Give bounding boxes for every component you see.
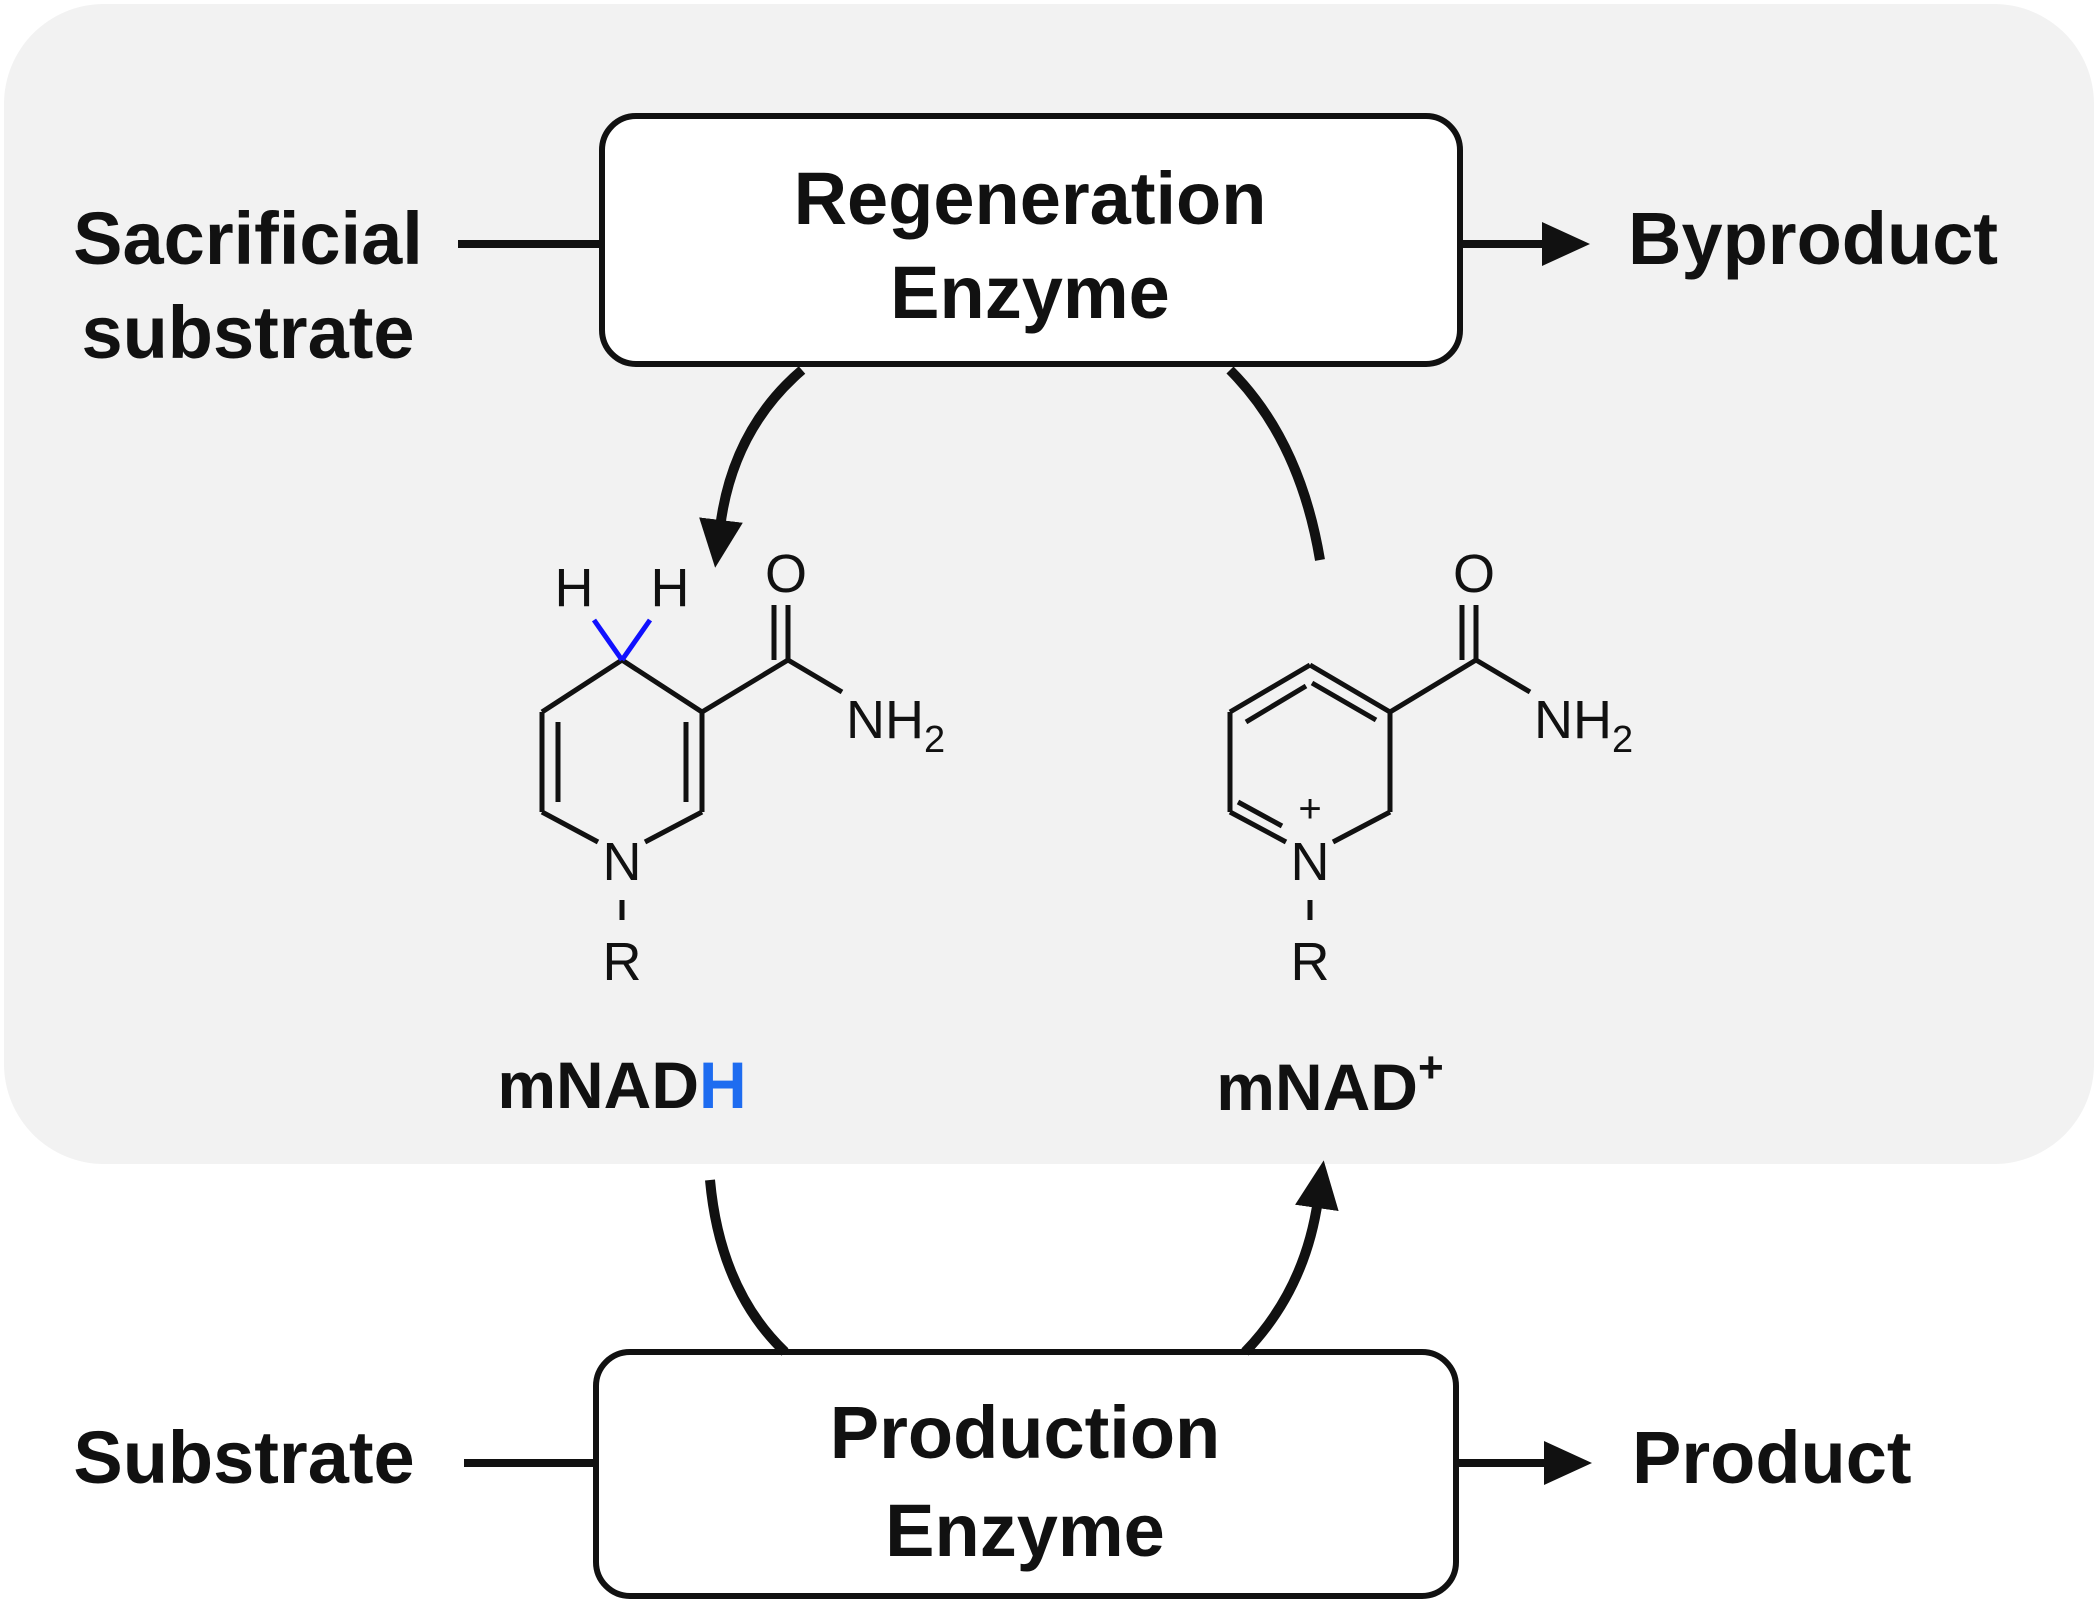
mnadh-hydrogen-left: H [555, 558, 594, 618]
regeneration-cycle-panel [4, 4, 2094, 1164]
production-enzyme-label-line2: Enzyme [885, 1489, 1165, 1572]
mnadh-hydrogen-right: H [651, 558, 690, 618]
mnadh-ring-nitrogen: N [603, 832, 642, 892]
production-enzyme-label-line1: Production [830, 1391, 1221, 1474]
mnad-to-regeneration-arc [1226, 366, 1325, 561]
mnad-ring-charge: + [1298, 787, 1321, 831]
mnadh-label: mNADH [497, 1048, 746, 1122]
regeneration-to-mnadh-arrow [699, 366, 806, 568]
regeneration-enzyme-box: Regeneration Enzyme [599, 113, 1463, 367]
sacrificial-substrate-label-line1: Sacrificial [73, 197, 423, 280]
mnad-r-group: R [1291, 932, 1330, 992]
regeneration-enzyme-label-line2: Enzyme [890, 251, 1170, 334]
byproduct-label: Byproduct [1628, 197, 1998, 280]
mnadh-to-production-arc [705, 1179, 789, 1356]
mnad-label: mNAD+ [1216, 1043, 1443, 1124]
mnadh-structure [539, 605, 844, 920]
production-to-mnad-arrow [1241, 1160, 1339, 1356]
substrate-label: Substrate [73, 1416, 414, 1499]
mnadh-amide-nh: NH2 [846, 690, 945, 761]
mnad-oxygen: O [1453, 544, 1495, 604]
product-label: Product [1632, 1416, 1912, 1499]
mnadh-oxygen: O [765, 544, 807, 604]
regeneration-enzyme-label-line1: Regeneration [794, 157, 1267, 240]
sacrificial-substrate-label-line2: substrate [81, 291, 414, 374]
mnad-ring-nitrogen: N [1291, 832, 1330, 892]
production-enzyme-box: Production Enzyme [593, 1349, 1459, 1599]
mnadh-r-group: R [603, 932, 642, 992]
mnad-amide-nh: NH2 [1534, 690, 1633, 761]
mnad-structure [1227, 605, 1532, 920]
